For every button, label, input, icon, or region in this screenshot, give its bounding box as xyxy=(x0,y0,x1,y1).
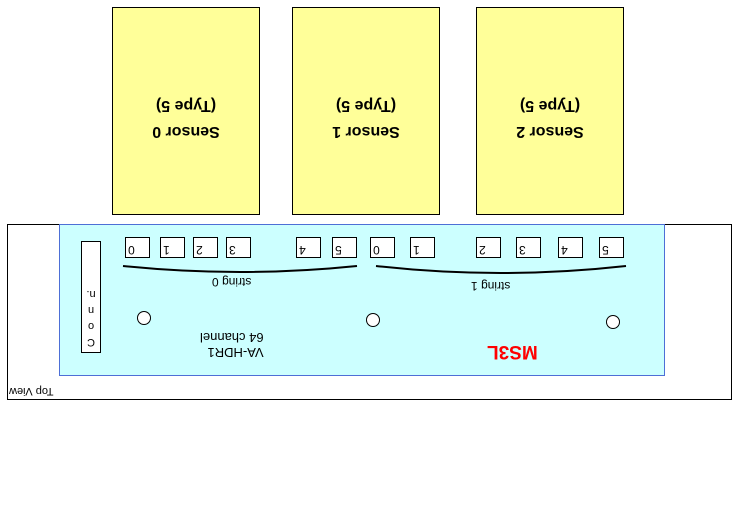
connector: C o n n. xyxy=(81,241,101,353)
sensor-2-type: (Type 5) xyxy=(519,97,581,114)
chip-label: 3 xyxy=(519,243,526,257)
connector-label-n2: n. xyxy=(86,288,96,300)
chip-s1-1: 1 xyxy=(410,237,435,258)
sensor-1: Sensor 1 (Type 5) xyxy=(292,7,440,215)
mounting-hole-left xyxy=(137,311,151,325)
chip-s0-0: 0 xyxy=(125,237,150,258)
chip-s1-5: 5 xyxy=(599,237,624,258)
sensor-0: Sensor 0 (Type 5) xyxy=(112,7,260,215)
chip-s0-5: 5 xyxy=(332,237,357,258)
chip-label: 1 xyxy=(413,243,420,257)
connector-label-c: C xyxy=(87,336,95,348)
chip-s0-3: 3 xyxy=(226,237,251,258)
chip-label: 0 xyxy=(128,243,135,257)
sensor-2-name: Sensor 2 xyxy=(516,123,584,140)
mounting-hole-right xyxy=(606,315,620,329)
chip-s1-4: 4 xyxy=(558,237,583,258)
chip-s1-3: 3 xyxy=(516,237,541,258)
chip-s1-2: 2 xyxy=(476,237,501,258)
string-1-label: string 1 xyxy=(471,279,511,293)
chip-label: 1 xyxy=(163,243,170,257)
chip-s1-0: 0 xyxy=(370,237,395,258)
board-name: VA-HDR1 64 channel xyxy=(200,330,264,360)
sensor-1-name: Sensor 1 xyxy=(332,123,400,140)
string-0-label: string 0 xyxy=(212,275,252,289)
chip-label: 2 xyxy=(196,243,203,257)
chip-label: 4 xyxy=(299,243,306,257)
connector-label-n1: n xyxy=(87,304,95,316)
sensor-0-type: (Type 5) xyxy=(155,97,217,114)
sensor-0-name: Sensor 0 xyxy=(152,123,220,140)
chip-label: 0 xyxy=(373,243,380,257)
sensor-1-type: (Type 5) xyxy=(335,97,397,114)
chip-label: 3 xyxy=(229,243,236,257)
connector-label-o: o xyxy=(87,320,95,332)
view-label: Top View xyxy=(9,385,54,397)
board-logo: MS3L xyxy=(487,341,538,362)
board-channels: 64 channel xyxy=(200,330,264,345)
chip-label: 5 xyxy=(335,243,342,257)
chip-s0-4: 4 xyxy=(296,237,321,258)
chip-label: 5 xyxy=(602,243,609,257)
board-name-text: VA-HDR1 xyxy=(207,345,264,360)
chip-label: 2 xyxy=(479,243,486,257)
sensor-2: Sensor 2 (Type 5) xyxy=(476,7,624,215)
chip-label: 4 xyxy=(561,243,568,257)
mounting-hole-center xyxy=(366,313,380,327)
chip-s0-1: 1 xyxy=(160,237,185,258)
chip-s0-2: 2 xyxy=(193,237,218,258)
